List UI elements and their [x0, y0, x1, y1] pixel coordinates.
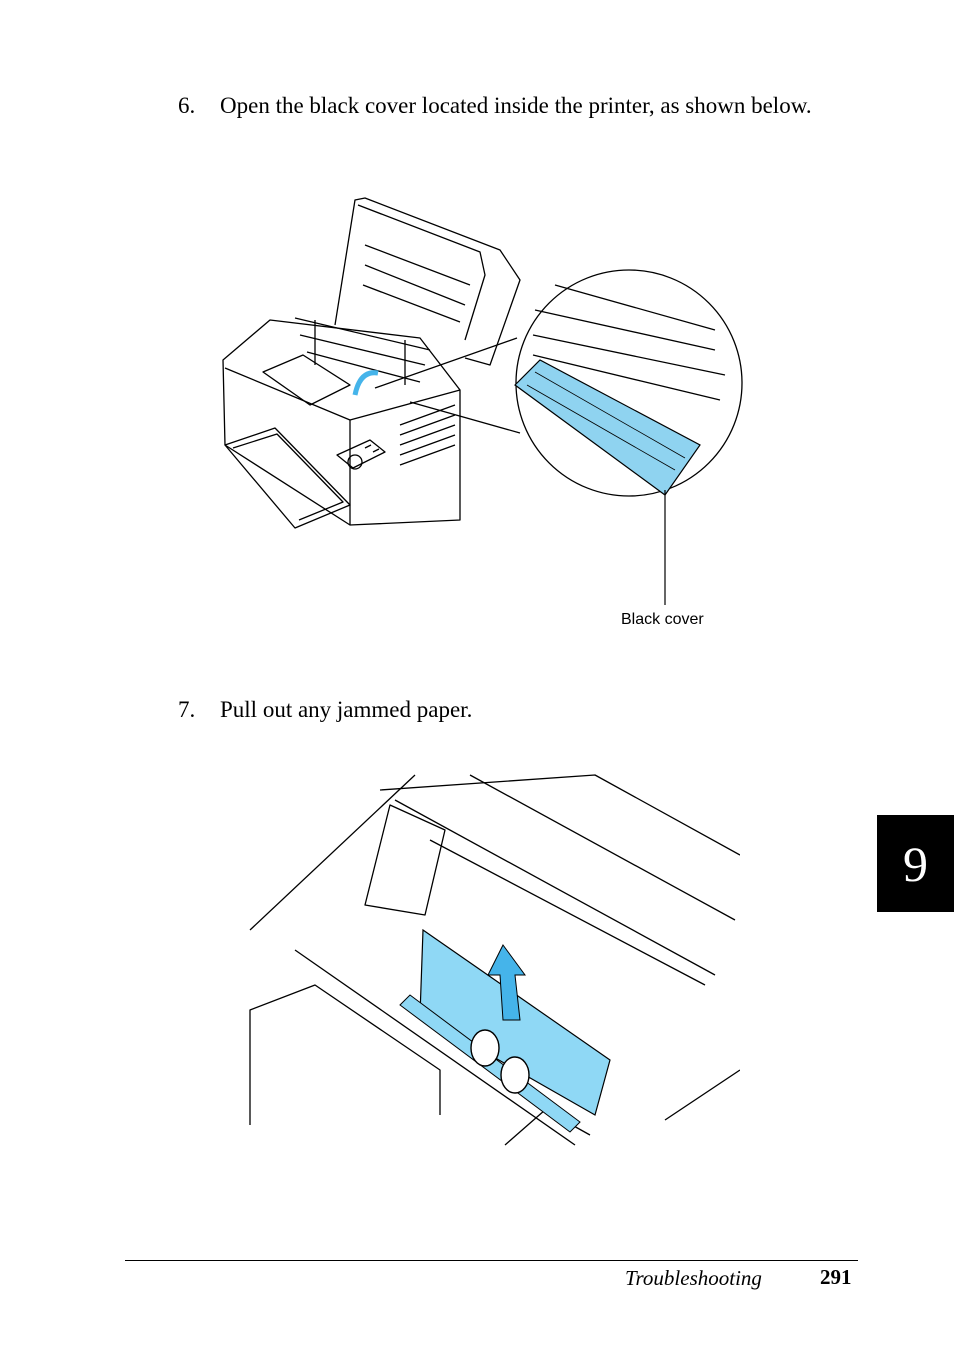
step-7: 7. Pull out any jammed paper.	[178, 696, 598, 726]
footer-rule	[125, 1260, 858, 1261]
printer-illustration-svg	[222, 197, 743, 605]
black-cover-highlight	[514, 359, 701, 496]
step-text: Open the black cover located inside the …	[220, 93, 812, 118]
printer-black-cover-illustration: Black cover	[215, 190, 755, 640]
footer-section-title: Troubleshooting	[625, 1266, 762, 1290]
black-cover-label: Black cover	[621, 611, 704, 628]
jammed-paper-highlight	[419, 928, 611, 1116]
pull-up-arrow-icon	[487, 944, 526, 1021]
step-text: Pull out any jammed paper.	[220, 697, 473, 722]
jammed-paper-illustration	[245, 770, 741, 1148]
jammed-paper-svg	[249, 774, 741, 1146]
page-number: 291	[820, 1265, 852, 1289]
step-6: 6. Open the black cover located inside t…	[178, 92, 838, 152]
step-number: 6.	[178, 93, 196, 118]
chapter-tab: 9	[877, 815, 954, 912]
step-number: 7.	[178, 697, 196, 722]
open-arrow-icon	[352, 370, 379, 396]
